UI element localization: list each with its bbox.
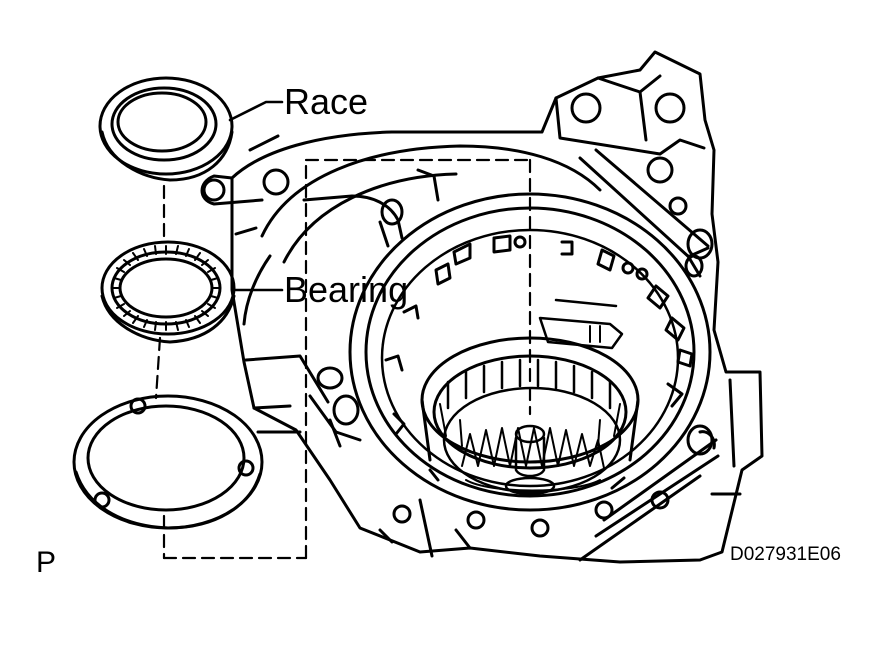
transaxle-case-icon xyxy=(200,50,764,564)
clutch-drum-assembly xyxy=(348,192,712,524)
needle-bearing-icon xyxy=(100,240,236,344)
race-label: Race xyxy=(284,81,369,122)
input-shaft-splines xyxy=(461,427,605,492)
figure-code-label: D027931E06 xyxy=(730,544,841,565)
race-ring-icon xyxy=(98,76,234,182)
bearing-needles xyxy=(111,245,221,331)
label-leader-lines xyxy=(228,100,284,292)
input-shaft xyxy=(504,424,556,496)
view-marker-label: P xyxy=(36,546,57,579)
thrust-washer-icon xyxy=(72,394,264,530)
bearing-label: Bearing xyxy=(284,269,409,310)
alignment-guide-lines xyxy=(154,158,532,560)
